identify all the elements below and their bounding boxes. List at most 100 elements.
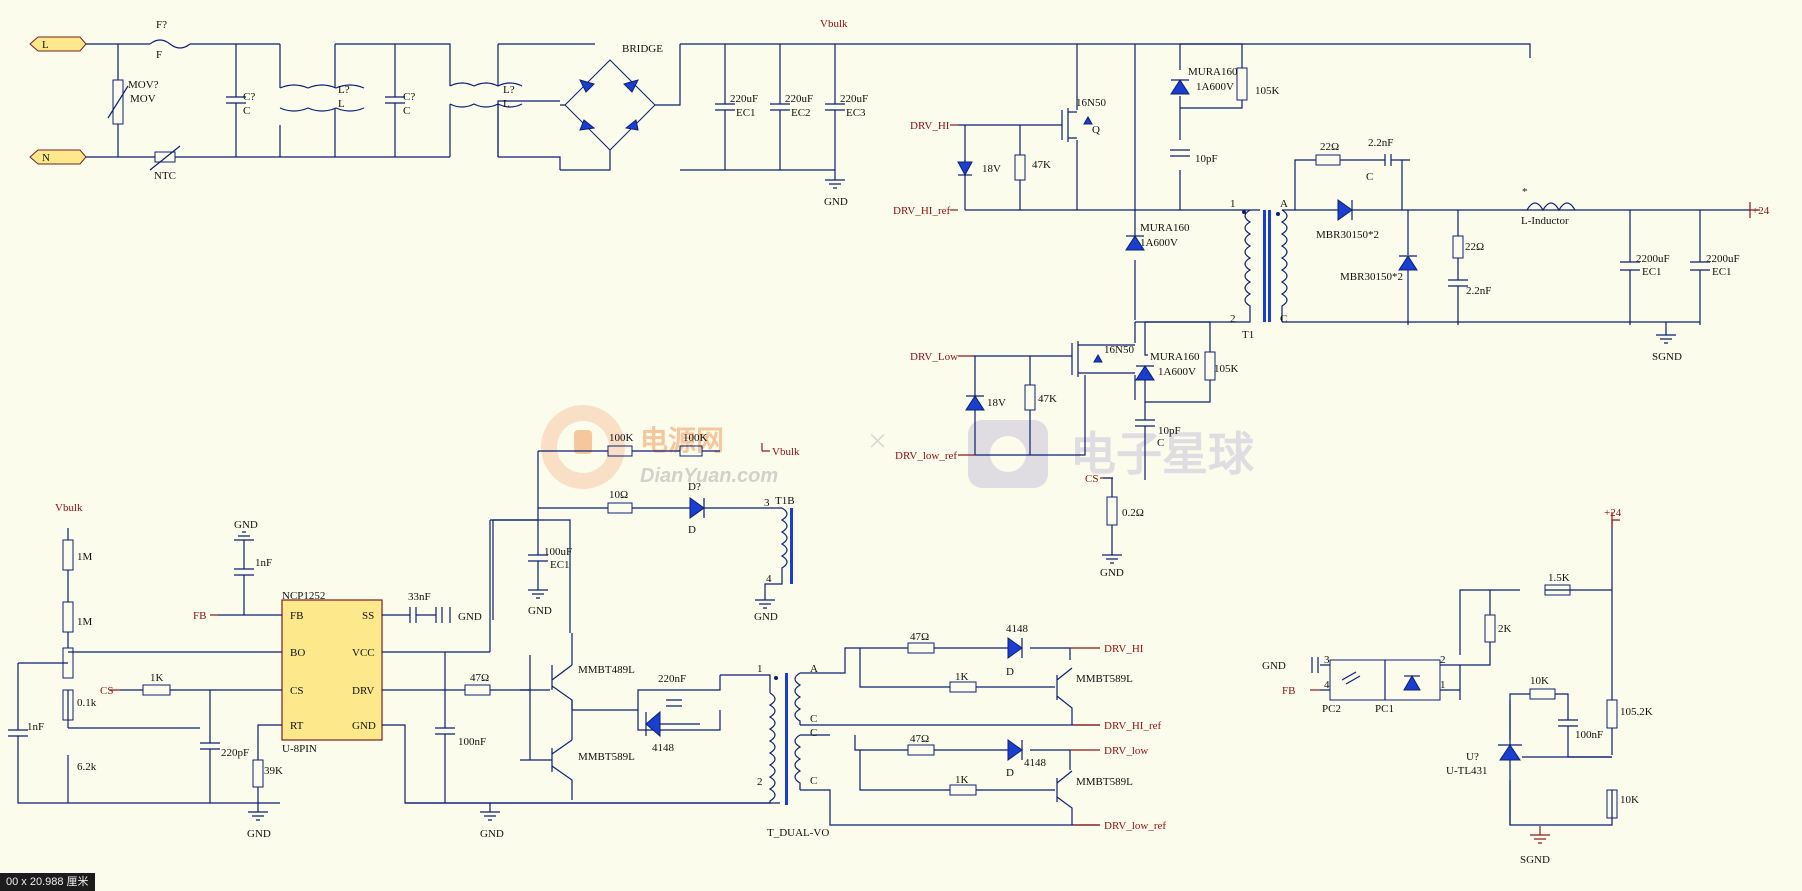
controller-ncp1252	[8, 519, 780, 821]
net-drv-hi-ref-out: DRV_HI_ref	[1104, 720, 1161, 732]
pin-rt: RT	[290, 720, 304, 732]
c2-designator: C?	[403, 91, 415, 103]
net-cs-ctl: CS	[100, 685, 113, 697]
t1-label: T1	[1242, 329, 1254, 341]
t1-pin2: 2	[1230, 313, 1236, 325]
r10-label: 10Ω	[609, 489, 628, 501]
fuse-designator: F?	[156, 19, 167, 31]
mmbt589-driver-label: MMBT589L	[578, 751, 635, 763]
ec2-designator: EC2	[791, 107, 811, 119]
mura-lo-rating: 1A600V	[1158, 366, 1196, 378]
opto-pin2: 2	[1440, 654, 1446, 666]
ec1-value: 220uF	[730, 93, 758, 105]
ec100-designator: EC1	[550, 559, 570, 571]
l1-value: L	[338, 98, 345, 110]
t1b-label: T1B	[775, 495, 795, 507]
c1-value: C	[243, 105, 250, 117]
c1nf-fb-label: 1nF	[255, 557, 272, 569]
tl431-designator: U?	[1466, 751, 1479, 763]
net-drv-hi-ref: DRV_HI_ref	[893, 205, 950, 217]
zener-lo-label: 18V	[987, 397, 1006, 409]
c22n-snub-label: 2.2nF	[1466, 285, 1491, 297]
opto-pin4: 4	[1324, 679, 1330, 691]
c1-designator: C?	[243, 91, 255, 103]
opto-pin1: 1	[1440, 679, 1446, 691]
sgnd-label-fb: SGND	[1520, 854, 1550, 866]
ec2200a-value: 2200uF	[1636, 253, 1670, 265]
port-l-label: L	[42, 39, 49, 51]
r105k-top-label: 105K	[1255, 85, 1280, 97]
r22-top-label: 22Ω	[1320, 141, 1339, 153]
t1b-pin3: 3	[764, 497, 770, 509]
r02-label: 0.2Ω	[1122, 507, 1144, 519]
mura-lo-label: MURA160	[1150, 351, 1200, 363]
mura-top-rating: 1A600V	[1196, 81, 1234, 93]
secondary-output	[1282, 154, 1760, 344]
l1-designator: L?	[338, 84, 350, 96]
r2k-label: 2K	[1498, 623, 1512, 635]
c1nf-left-label: 1nF	[27, 721, 44, 733]
watermark-brand-en: DianYuan.com	[640, 465, 778, 487]
gnd-label-t1b: GND	[754, 611, 778, 623]
c220n-label: 220nF	[658, 673, 686, 685]
input-ports: L N	[29, 36, 87, 165]
bridge-rectifier	[560, 44, 681, 171]
q-lo-label: 16N50	[1104, 344, 1134, 356]
r100k-b-label: 100K	[683, 432, 708, 444]
pin-drv: DRV	[352, 685, 374, 697]
tdual-pinA: A	[810, 663, 818, 675]
net-drv-hi-out: DRV_HI	[1104, 643, 1144, 655]
ec2200b-designator: EC1	[1712, 266, 1732, 278]
c22n-top-label: 2.2nF	[1368, 137, 1393, 149]
tdual-pinC3: C	[810, 775, 817, 787]
ec2200a-designator: EC1	[1642, 266, 1662, 278]
r1m-a-label: 1M	[77, 551, 93, 563]
r1k-hi-label: 1K	[955, 671, 969, 683]
r100k-a-label: 100K	[609, 432, 634, 444]
t1-pinC: C	[1280, 313, 1287, 325]
mbr-top-label: MBR30150*2	[1316, 229, 1379, 241]
r1k-cs-label: 1K	[150, 672, 164, 684]
watermark-separator: ×	[868, 423, 887, 460]
tdual-pinC2: C	[810, 727, 817, 739]
t1-pinA: A	[1280, 198, 1288, 210]
tdual-pin2: 2	[757, 776, 763, 788]
net-vbulk-aux: Vbulk	[772, 446, 800, 458]
net-vbulk-top: Vbulk	[820, 18, 848, 30]
c33n-label: 33nF	[408, 591, 431, 603]
ec3-value: 220uF	[840, 93, 868, 105]
r10k-bottom-label: 10K	[1620, 794, 1639, 806]
gnd-label-ss: GND	[458, 611, 482, 623]
net-fb-ctl: FB	[193, 610, 206, 622]
sgnd-label-out: SGND	[1652, 351, 1682, 363]
watermark: 电源网 DianYuan.com × 电子星球	[541, 405, 1255, 489]
gate-secondaries	[794, 637, 1100, 826]
net-cs-primary: CS	[1085, 473, 1098, 485]
mov-designator: MOV?	[128, 79, 159, 91]
net-plus24-out: +24	[1752, 205, 1770, 217]
bridge-label: BRIDGE	[622, 43, 663, 55]
tdual-label: T_DUAL-VO	[767, 827, 829, 839]
ec1-designator: EC1	[736, 107, 756, 119]
ec2-value: 220uF	[785, 93, 813, 105]
bulk-capacitors	[680, 43, 1531, 189]
q-hi-label: 16N50	[1076, 97, 1106, 109]
r15k-label: 1.5K	[1548, 572, 1570, 584]
pin-fb: FB	[290, 610, 303, 622]
mov-value: MOV	[130, 93, 156, 105]
c10p-lo-label: 10pF	[1158, 425, 1181, 437]
q-hi-designator: Q	[1092, 124, 1100, 136]
chip-package: U-8PIN	[282, 743, 317, 755]
c100n-label: 100nF	[458, 736, 486, 748]
pin-ss: SS	[362, 610, 374, 622]
mmbt589-lo-label: MMBT589L	[1076, 776, 1133, 788]
tdual-pinC1: C	[810, 713, 817, 725]
d-hi-designator: D	[1006, 666, 1014, 678]
c100n-fb-label: 100nF	[1575, 729, 1603, 741]
gate-drive	[405, 633, 788, 805]
d-lo-designator: D	[1006, 767, 1014, 779]
r10k-fb-label: 10K	[1530, 675, 1549, 687]
pc2-label: PC2	[1322, 703, 1341, 715]
r47-hi-label: 47Ω	[910, 631, 929, 643]
net-plus24-fb: +24	[1604, 507, 1622, 519]
